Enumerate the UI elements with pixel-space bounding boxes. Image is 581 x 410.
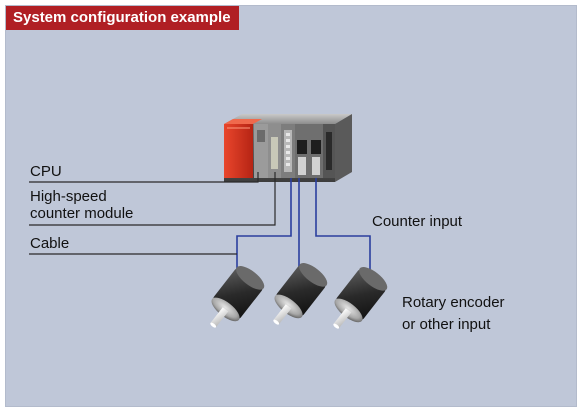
counter-module-label-line2: counter module <box>30 205 134 222</box>
cpu-label: CPU <box>30 163 62 180</box>
encoder-label-line2: or other input <box>402 316 491 333</box>
counter-module-label-line1: High-speed <box>30 188 107 205</box>
counter-input-label: Counter input <box>372 213 463 230</box>
plc-rack-icon <box>224 114 352 182</box>
rotary-encoder-icon <box>333 267 388 329</box>
leader-lines <box>29 172 276 255</box>
rotary-encoder-icon <box>210 266 265 328</box>
diagram-title: System configuration example <box>6 6 239 30</box>
cpu-module <box>224 124 253 178</box>
encoder-label-line1: Rotary encoder <box>402 294 505 311</box>
rotary-encoder-icon <box>273 263 328 325</box>
cable-lines <box>236 178 371 280</box>
cable-label: Cable <box>30 235 70 252</box>
